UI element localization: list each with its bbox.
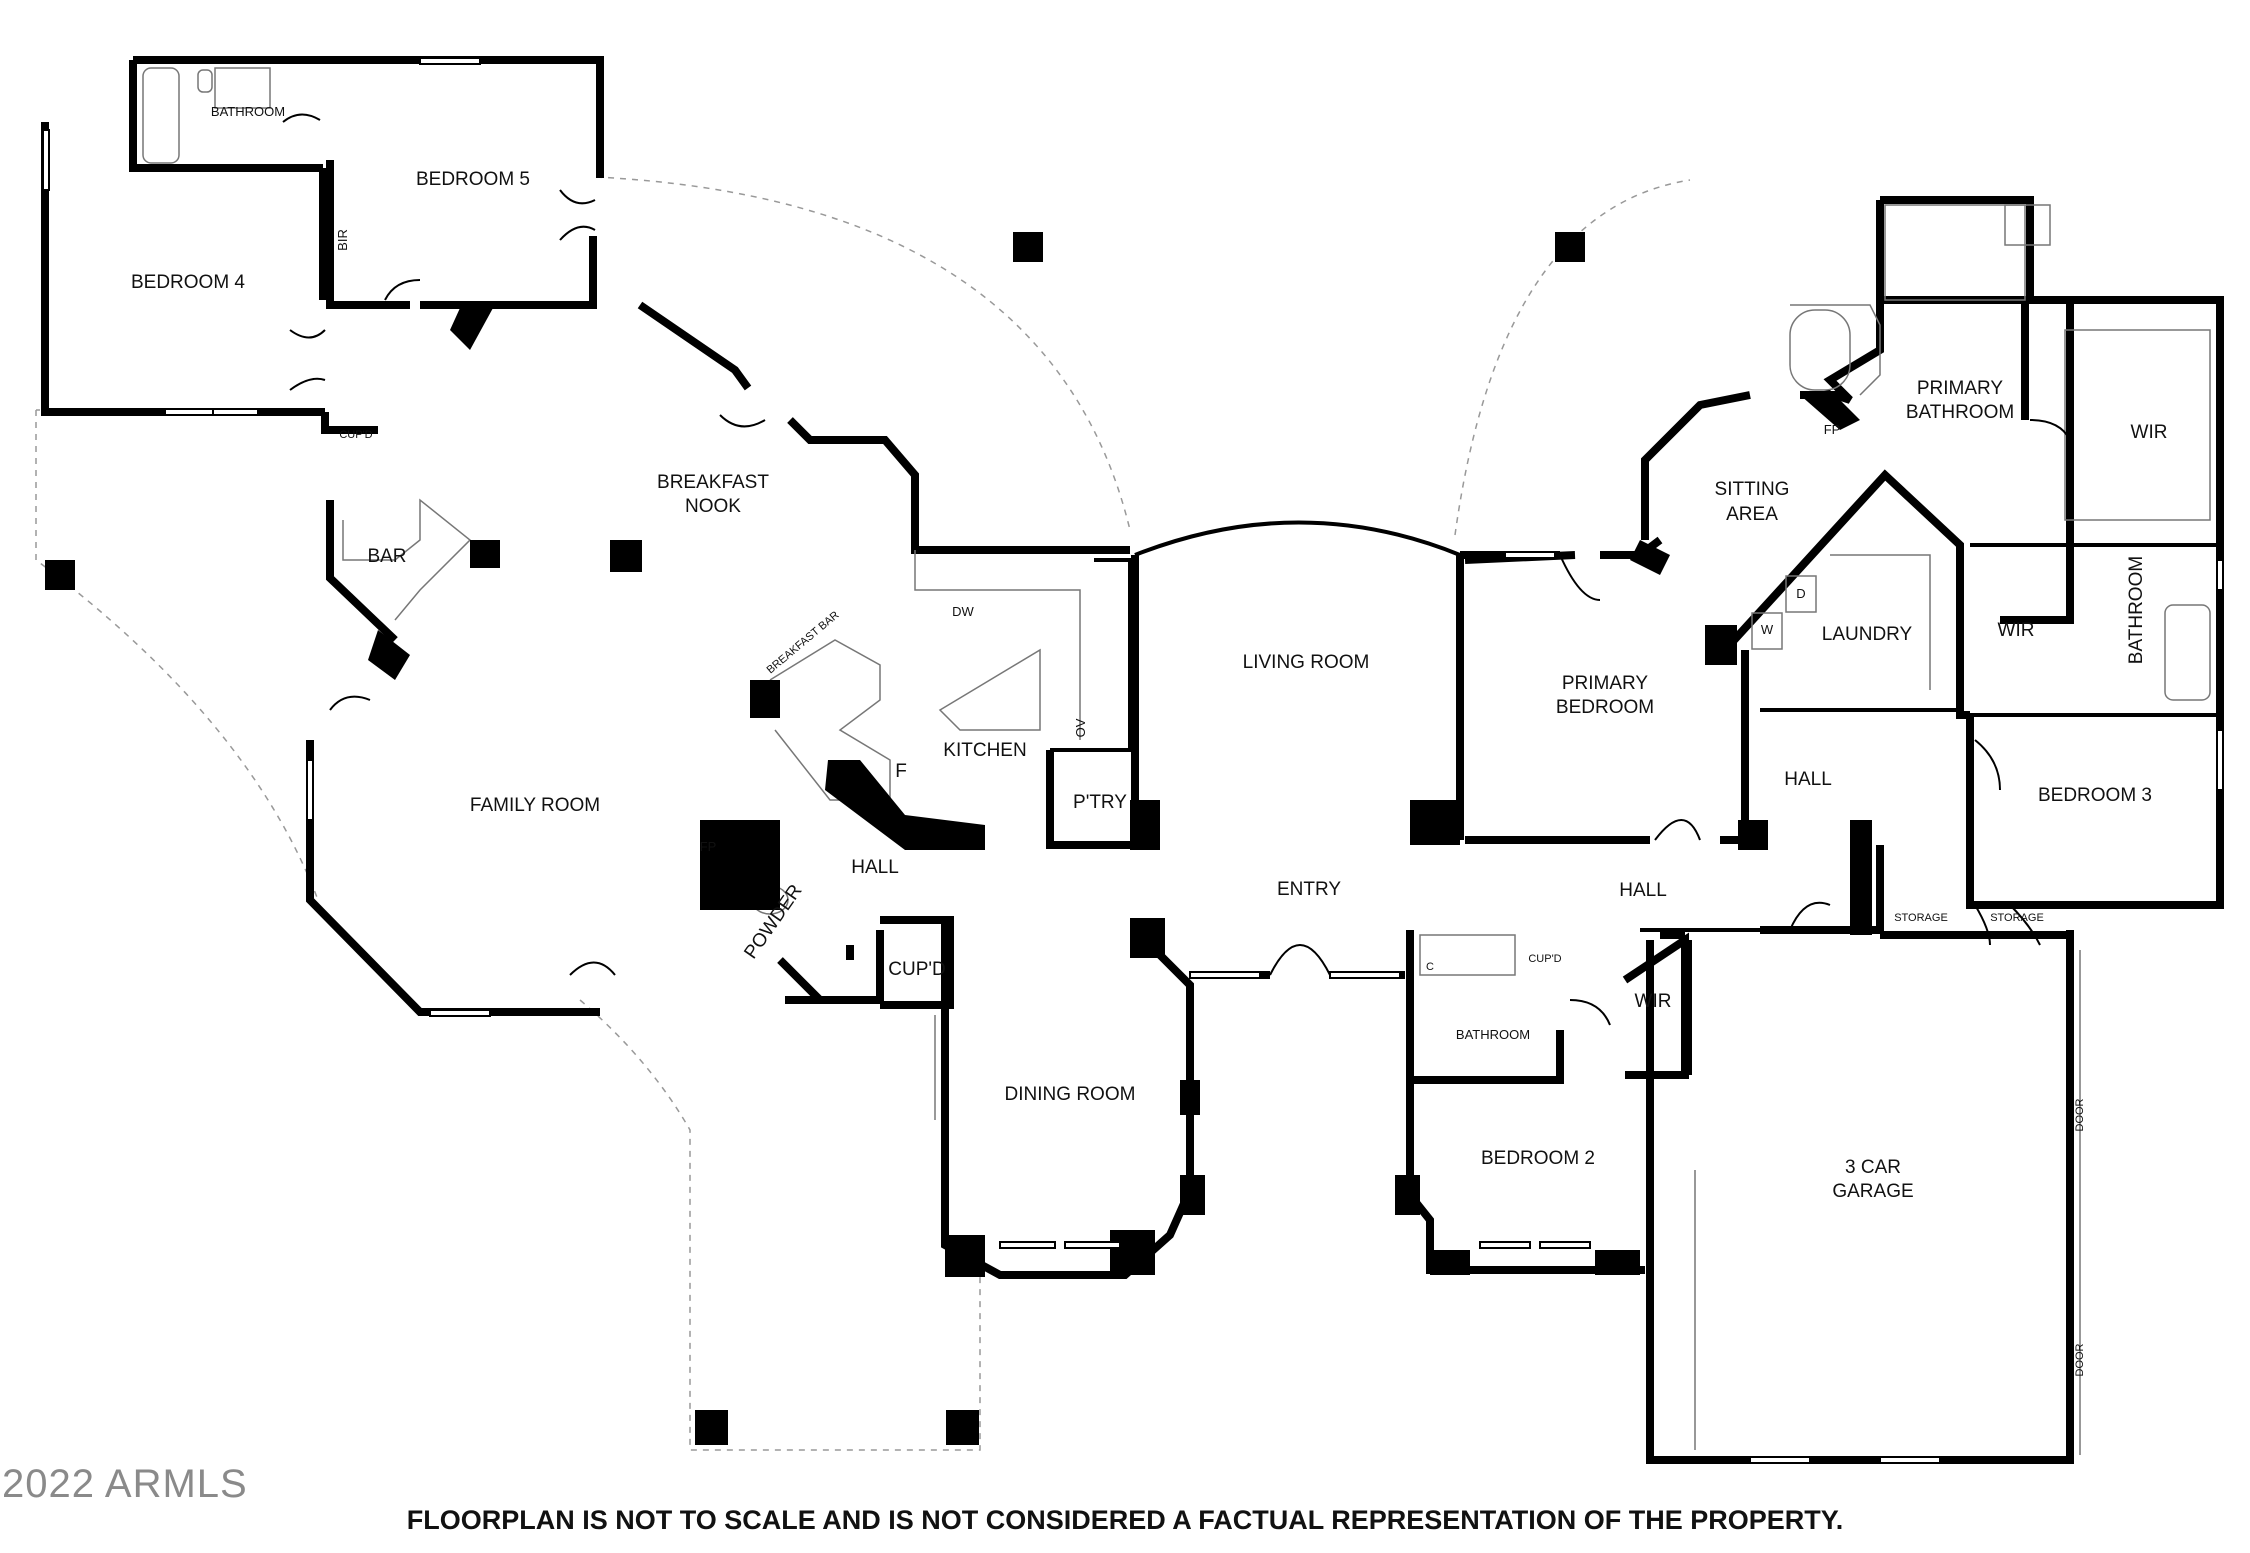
label-breakfast-nook-1: BREAKFAST	[657, 472, 769, 493]
label-kitchen: KITCHEN	[943, 740, 1026, 761]
label-hall-left: HALL	[851, 857, 899, 878]
label-sitting-area-2: AREA	[1726, 504, 1778, 525]
label-bathroom-top: BATHROOM	[211, 104, 285, 119]
label-bedroom-5: BEDROOM 5	[416, 169, 530, 190]
label-bedroom-4: BEDROOM 4	[131, 272, 245, 293]
label-c: C	[1426, 961, 1434, 973]
label-primary-bedroom-1: PRIMARY	[1562, 673, 1649, 694]
wall-blocks	[45, 232, 1872, 1445]
label-breakfast-nook-2: NOOK	[685, 496, 741, 517]
disclaimer-text: FLOORPLAN IS NOT TO SCALE AND IS NOT CON…	[406, 1505, 1844, 1535]
label-living-room: LIVING ROOM	[1243, 652, 1370, 673]
label-bedroom-3: BEDROOM 3	[2038, 785, 2152, 806]
label-laundry: LAUNDRY	[1822, 624, 1913, 645]
label-dining-room: DINING ROOM	[1005, 1084, 1136, 1105]
label-bir: BIR	[335, 229, 350, 251]
label-garage-2: GARAGE	[1832, 1181, 1913, 1202]
label-fp-left: FP	[700, 839, 717, 854]
label-bar: BAR	[367, 546, 406, 567]
label-ov: OV	[1073, 718, 1088, 737]
label-storage-2: STORAGE	[1990, 912, 2044, 924]
label-f: F	[895, 761, 907, 782]
label-sitting-area-1: SITTING	[1715, 479, 1790, 500]
label-door-1: DOOR	[2074, 1098, 2086, 1131]
label-d: D	[1796, 586, 1805, 601]
copyright-watermark: 2022 ARMLS	[2, 1462, 248, 1506]
door-swings	[282, 113, 2071, 1026]
label-cupd-left: CUP'D	[339, 429, 372, 441]
label-family-room: FAMILY ROOM	[470, 795, 600, 816]
label-primary-bathroom-1: PRIMARY	[1917, 378, 2004, 399]
label-hall-right: HALL	[1784, 769, 1832, 790]
label-hall-mid: HALL	[1619, 880, 1667, 901]
label-cupd-mid: CUP'D	[888, 959, 945, 980]
label-dw: DW	[952, 604, 974, 619]
room-labels: BATHROOM BEDROOM 5 BEDROOM 4 BIR CUP'D B…	[131, 104, 2167, 1377]
label-wir-right: WIR	[1998, 620, 2035, 641]
label-garage-1: 3 CAR	[1845, 1157, 1901, 1178]
patio-outlines	[35, 176, 1691, 1451]
label-primary-bathroom-2: BATHROOM	[1906, 402, 2014, 423]
label-entry: ENTRY	[1277, 879, 1341, 900]
label-pantry: P'TRY	[1073, 792, 1127, 813]
label-door-2: DOOR	[2074, 1343, 2086, 1376]
label-cupd-right: CUP'D	[1528, 953, 1561, 965]
label-bathroom-right: BATHROOM	[2126, 556, 2147, 664]
label-storage-1: STORAGE	[1894, 912, 1948, 924]
label-primary-bedroom-2: BEDROOM	[1556, 697, 1654, 718]
label-bathroom-mid: BATHROOM	[1456, 1027, 1530, 1042]
label-w: W	[1761, 622, 1774, 637]
label-wir-primary: WIR	[2131, 422, 2168, 443]
label-fp-right: FP	[1824, 422, 1841, 437]
label-bedroom-2: BEDROOM 2	[1481, 1148, 1595, 1169]
label-wir-small: WIR	[1635, 991, 1672, 1012]
fixtures	[142, 67, 2211, 1455]
